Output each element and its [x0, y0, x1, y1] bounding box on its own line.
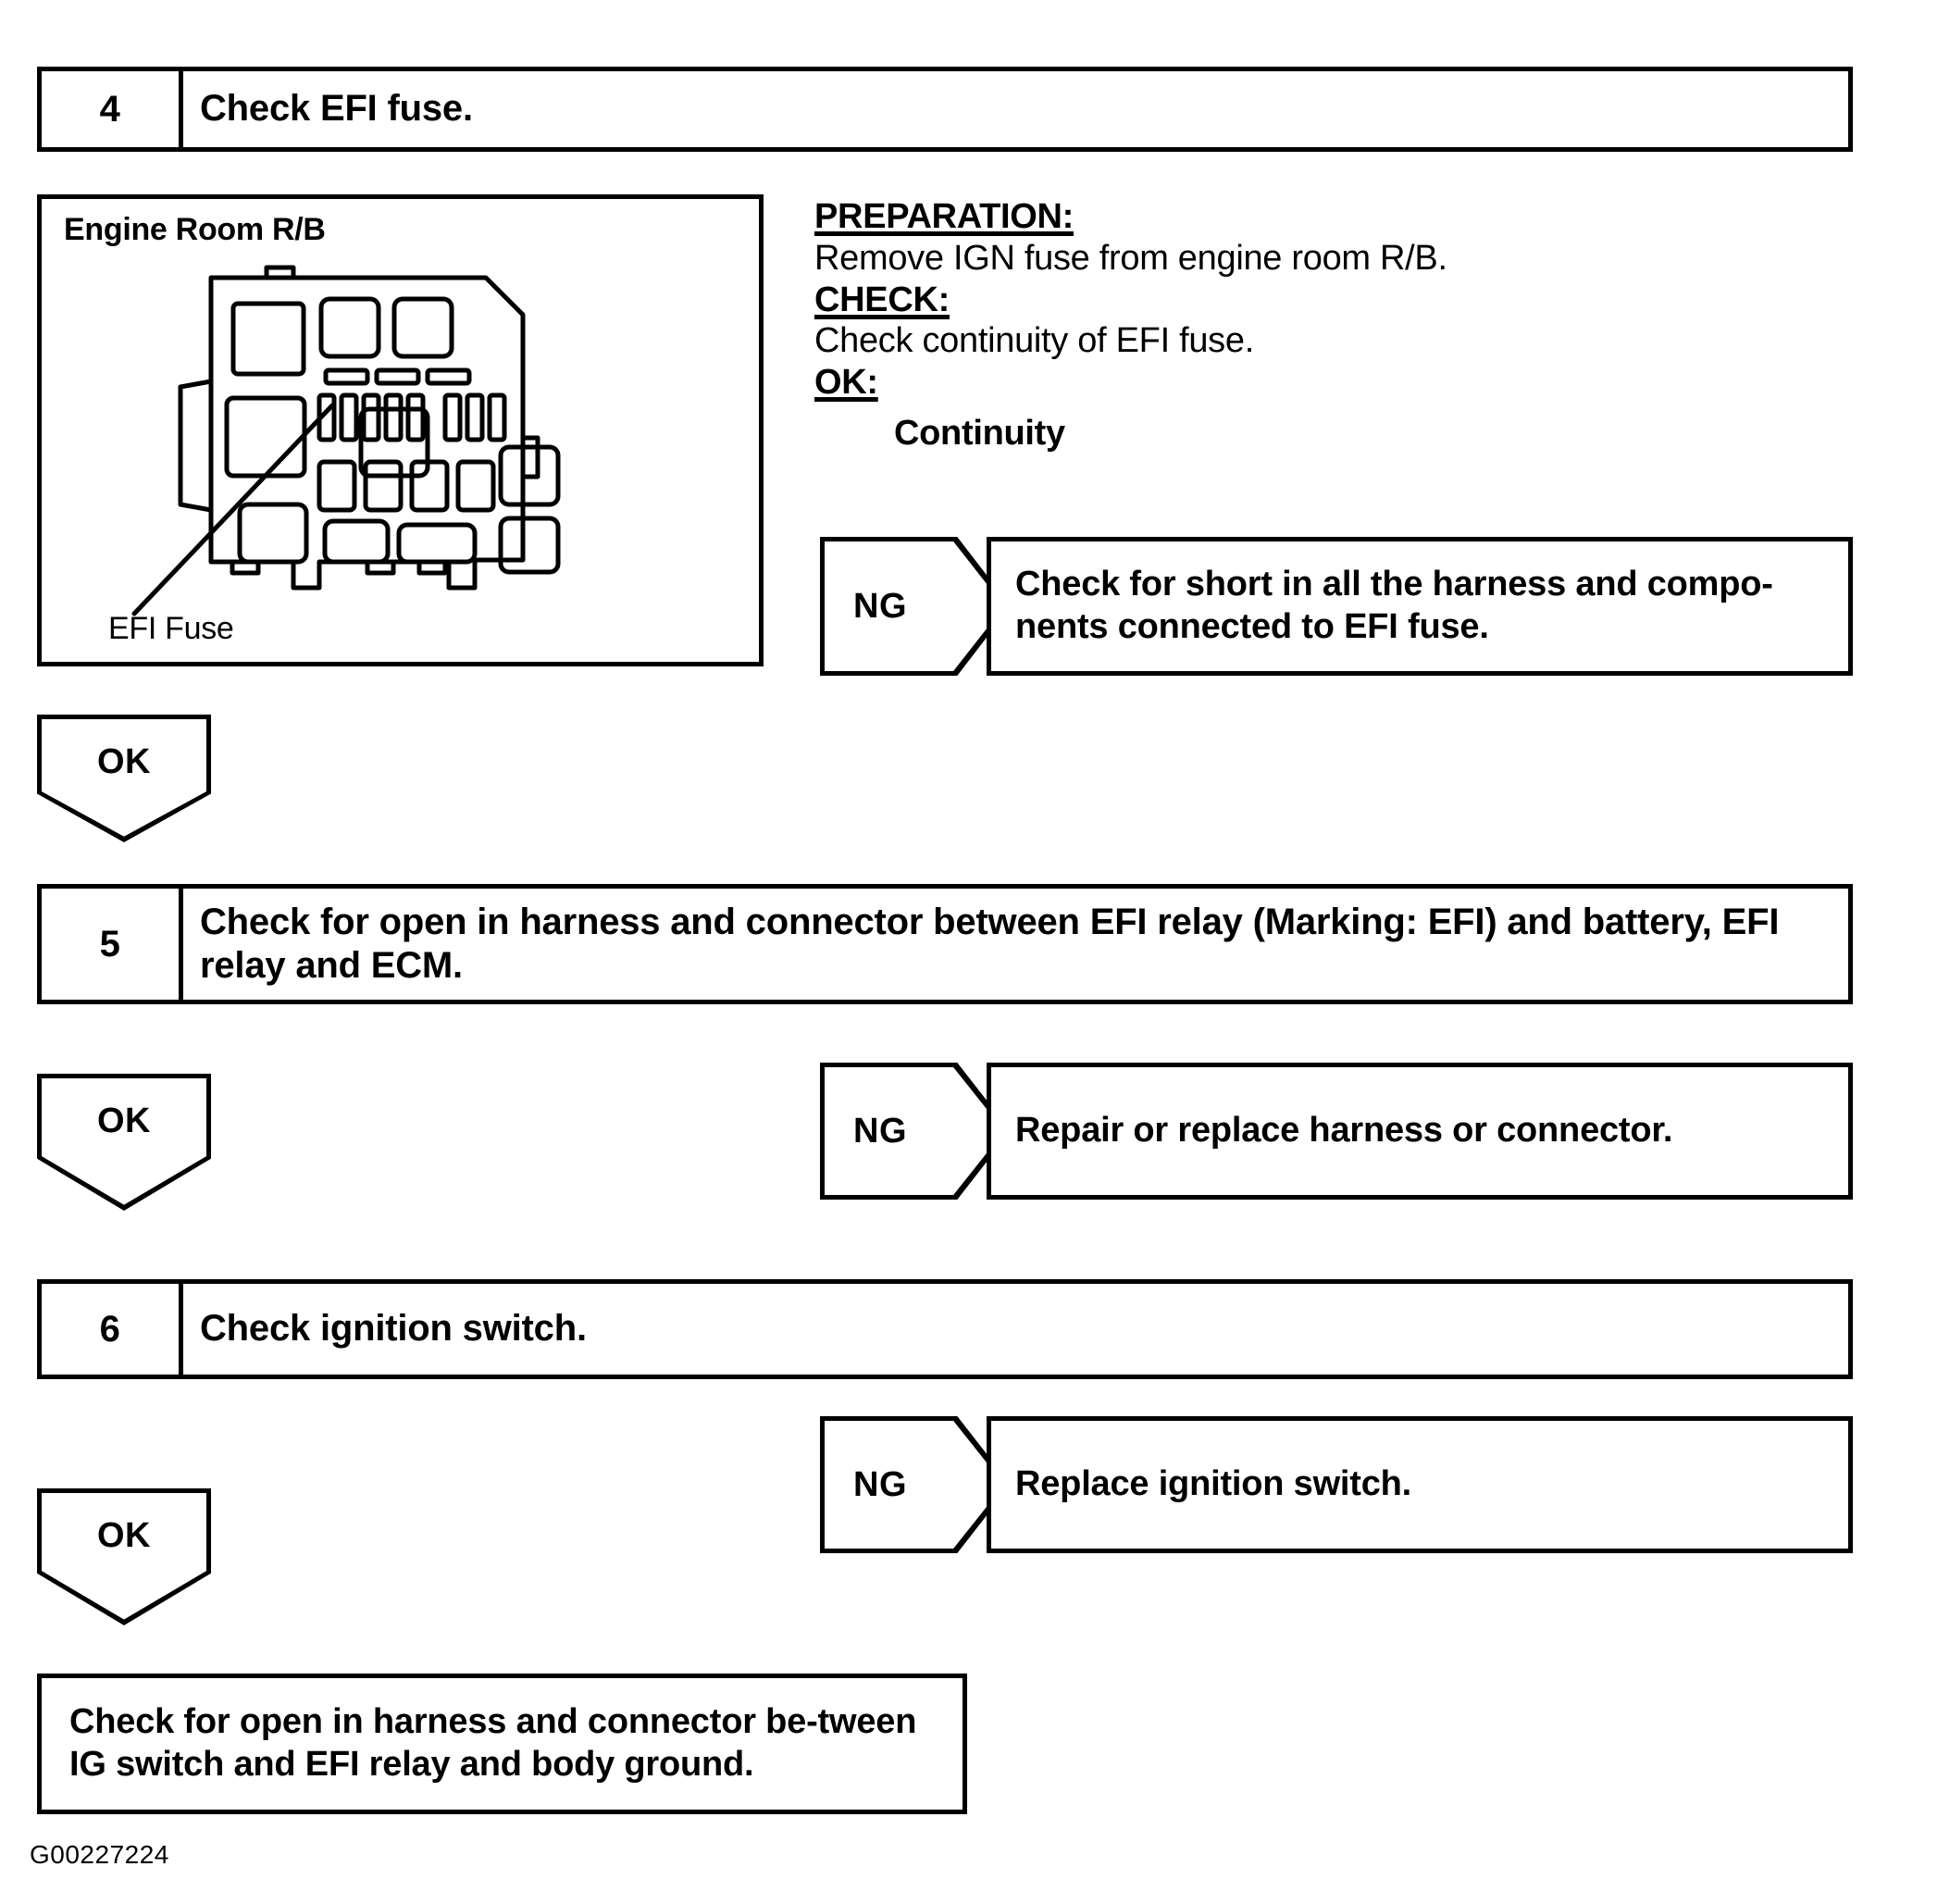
step-4-instructions: PREPARATION: Remove IGN fuse from engine… [814, 196, 1851, 454]
step-5-bar: 5 Check for open in harness and connecto… [37, 884, 1853, 1004]
ok-tag-step-4: OK [37, 715, 211, 842]
ng-tag-step-4-label: NG [853, 586, 907, 626]
preparation-text: Remove IGN fuse from engine room R/B. [814, 238, 1447, 278]
ng-tag-step-5: NG [820, 1063, 1011, 1200]
ng-tag-step-4-fill [825, 541, 1005, 671]
preparation-label: PREPARATION: [814, 197, 1074, 236]
fuse-box-drawing [131, 265, 561, 616]
step-6-bar: 6 Check ignition switch. [37, 1279, 1853, 1379]
ok-tag-step-6: OK [37, 1488, 211, 1625]
ng-tag-step-5-label: NG [853, 1111, 907, 1151]
ng-result-step-6: Replace ignition switch. [987, 1416, 1853, 1553]
step-4-title: Check EFI fuse. [200, 88, 473, 130]
ng-result-step-4: Check for short in all the harness and c… [987, 537, 1853, 676]
ok-tag-step-5-label: OK [97, 1101, 151, 1140]
ng-tag-step-6-label: NG [853, 1464, 907, 1504]
ok-label: OK: [814, 363, 878, 403]
ok-tag-step-5: OK [37, 1074, 211, 1211]
ok-tag-step-6-label: OK [97, 1516, 151, 1555]
step-4-number: 4 [42, 71, 183, 147]
document-reference-code: G00227224 [30, 1840, 169, 1869]
engine-room-rb-illustration: Engine Room R/B [37, 194, 764, 666]
ok-tag-step-6-fill [42, 1493, 206, 1620]
illustration-title: Engine Room R/B [64, 212, 326, 247]
ng-tag-step-6: NG [820, 1416, 1011, 1553]
ng-tag-step-5-fill [825, 1067, 1005, 1195]
ok-tag-step-5-fill [42, 1078, 206, 1205]
ng-tag-step-6-fill [825, 1421, 1005, 1549]
step-6-title: Check ignition switch. [200, 1308, 587, 1350]
ok-result-value: Continuity [894, 414, 1065, 454]
illustration-caption: EFI Fuse [108, 611, 234, 646]
check-label: CHECK: [814, 280, 950, 319]
step-5-number: 5 [42, 889, 183, 1000]
ok-tag-step-4-label: OK [97, 742, 151, 781]
step-6-number: 6 [42, 1284, 183, 1375]
ng-tag-step-4: NG [820, 537, 1011, 676]
step-5-title: Check for open in harness and connector … [200, 901, 1780, 986]
final-action-box: Check for open in harness and connector … [37, 1674, 967, 1814]
step-4-bar: 4 Check EFI fuse. [37, 67, 1853, 152]
ng-result-step-5: Repair or replace harness or connector. [987, 1063, 1853, 1200]
check-text: Check continuity of EFI fuse. [814, 321, 1254, 361]
